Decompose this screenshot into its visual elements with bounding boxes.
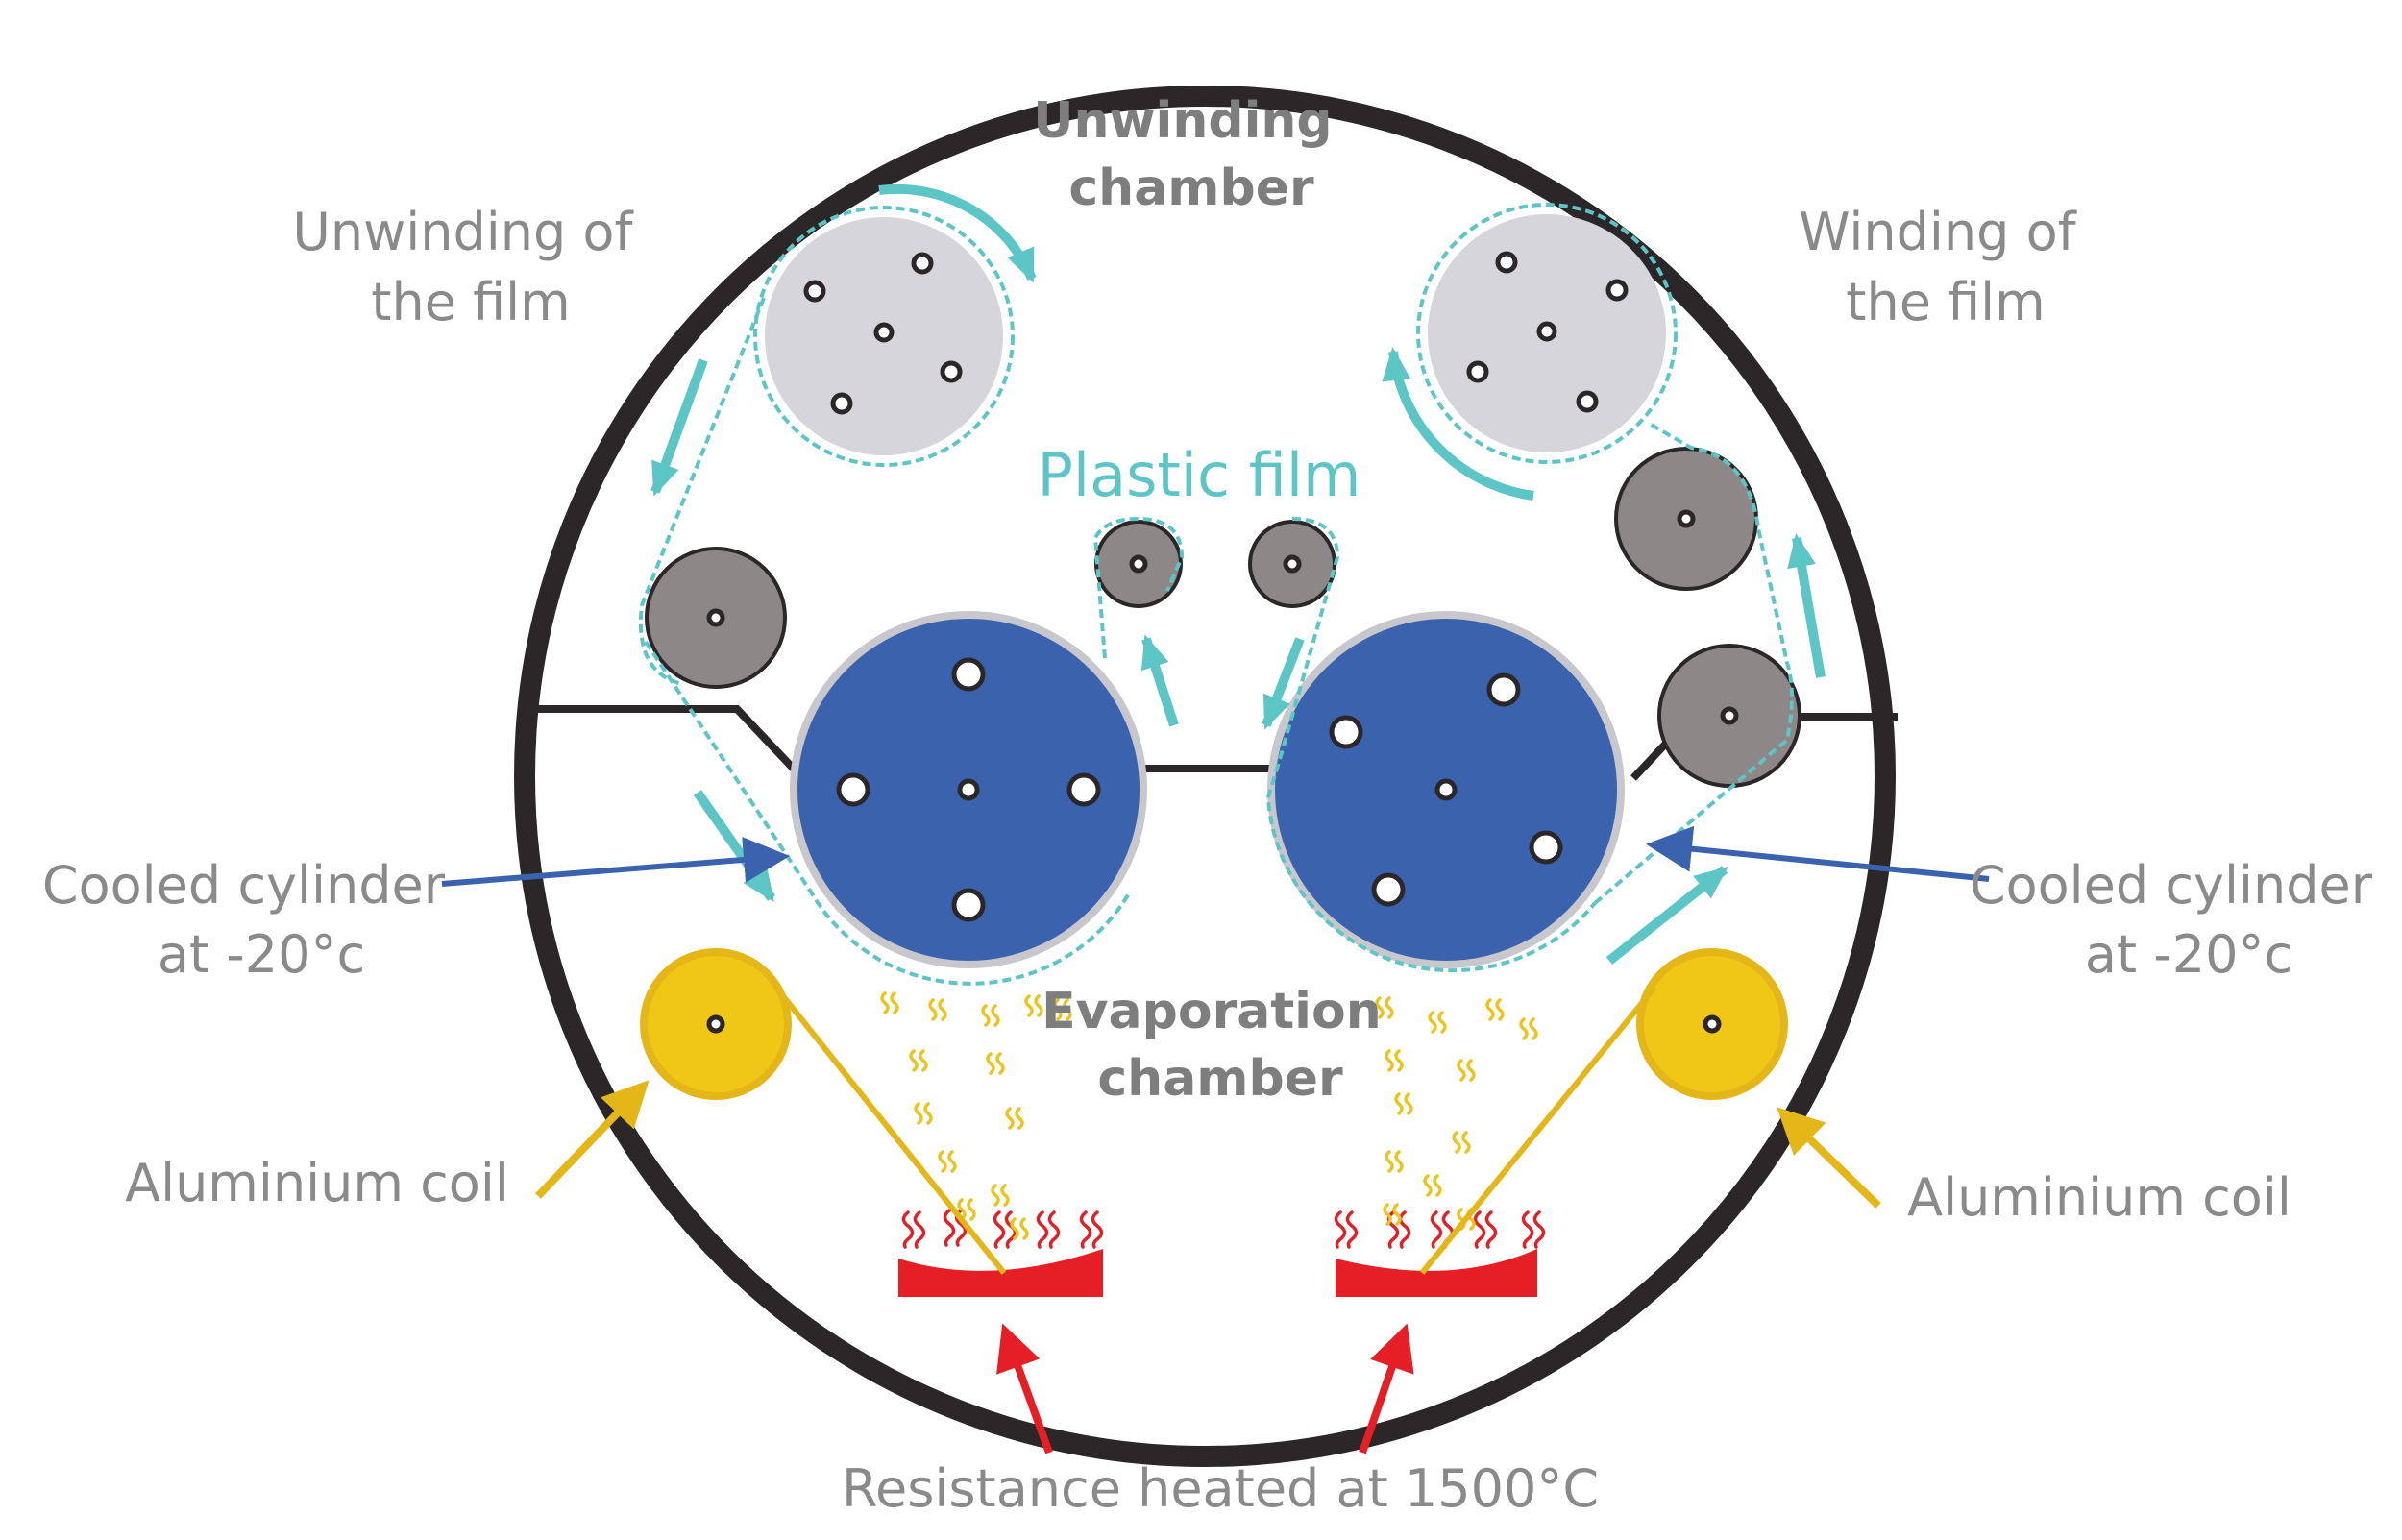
- film-reel-unwind-holes: [803, 252, 963, 415]
- pointer-alu-left: [535, 1080, 650, 1199]
- pointer-cooled-right: [1646, 825, 1990, 882]
- film-segment-left-roller-to-cylinder: [644, 640, 1131, 986]
- film-arrow-wind-reel: [1382, 347, 1534, 501]
- aluminium-wire-right: [1419, 986, 1657, 1275]
- film-wrap-unwind-reel: [753, 206, 1015, 467]
- plastic-film-path: [639, 203, 1794, 986]
- heater-right: [1334, 1210, 1546, 1297]
- label-unwinding-chamber: Unwinding chamber: [1033, 92, 1350, 217]
- film-segment-right-cylinder-to-rollers: [1593, 421, 1794, 905]
- film-arrow-unwind-reel: [878, 183, 1037, 283]
- film-reel-wind: [1428, 214, 1666, 452]
- chamber-partition-left: [538, 705, 810, 786]
- chamber-wall: [514, 86, 1896, 1467]
- pointer-arrows: [441, 825, 1990, 1454]
- aluminium-coil-right: [1419, 948, 1788, 1275]
- film-arrow-from-right-cylinder: [1605, 866, 1728, 965]
- heater-boat-right: [1336, 1249, 1537, 1297]
- film-reel-wind-holes: [1466, 251, 1629, 413]
- cooled-cylinder-left-bolts: [836, 657, 1101, 922]
- cooled-cylinder-left: [790, 611, 1147, 968]
- aluminium-coil-left: [640, 948, 1007, 1275]
- label-plastic-film: Plastic film: [1038, 440, 1361, 510]
- film-segment-roller-to-right-cylinder: [1265, 517, 1597, 973]
- pointer-heater-right: [1359, 1323, 1414, 1454]
- label-evaporation-chamber: Evaporation chamber: [1042, 983, 1399, 1108]
- label-cooled-cylinder-right: Cooled cylinder at -20°c: [1970, 855, 2389, 985]
- label-aluminium-coil-right: Aluminium coil: [1907, 1167, 2292, 1228]
- film-arrow-down-left: [650, 358, 708, 497]
- pointer-cooled-left: [441, 836, 790, 887]
- aluminium-wire-left: [773, 986, 1007, 1275]
- idler-roller-axles: [706, 509, 1739, 725]
- aluminium-coil-right-axle: [1703, 1014, 1722, 1034]
- film-arrow-up-right: [1787, 533, 1826, 678]
- label-resistance-heated: Resistance heated at 1500°C: [842, 1458, 1599, 1519]
- film-segment-cylinder-left-to-roller: [1092, 516, 1185, 659]
- aluminium-coil-left-axle: [706, 1014, 725, 1034]
- film-reel-unwind: [765, 217, 1003, 455]
- label-winding-of-film: Winding of the film: [1799, 202, 2093, 332]
- cooled-cylinder-right: [1267, 611, 1625, 968]
- film-arrow-down-middle: [1262, 637, 1305, 730]
- label-unwinding-of-film: Unwinding of the film: [292, 202, 649, 332]
- film-arrow-up-middle: [1140, 634, 1179, 727]
- pointer-heater-left: [996, 1323, 1053, 1454]
- label-cooled-cylinder-left: Cooled cylinder at -20°c: [42, 855, 461, 985]
- film-wrap-wind-reel: [1416, 203, 1678, 464]
- label-aluminium-coil-left: Aluminium coil: [125, 1153, 509, 1213]
- pointer-alu-right: [1777, 1107, 1881, 1209]
- cooled-cylinder-right-bolts: [1329, 672, 1563, 907]
